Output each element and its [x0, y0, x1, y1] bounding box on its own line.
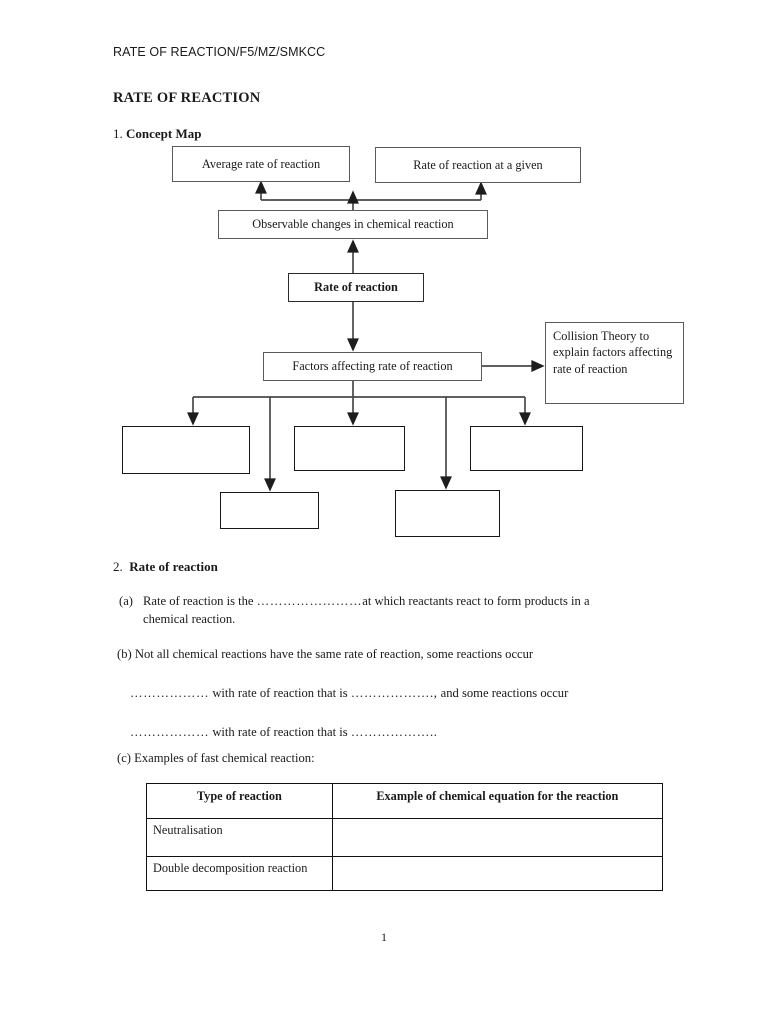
item-a-text-after: at which reactants react to form product…	[362, 594, 590, 608]
section-2-heading: 2. Rate of reaction	[113, 559, 218, 575]
concept-map: Average rate of reaction Rate of reactio…	[122, 146, 684, 537]
item-a-text-before: Rate of reaction is the	[143, 594, 254, 608]
item-a-blank: ……………………	[256, 594, 363, 608]
item-b-blank-2: ……………….,	[350, 685, 438, 700]
table-header-row: Type of reaction Example of chemical equ…	[146, 783, 664, 819]
concept-node-average-rate: Average rate of reaction	[172, 146, 350, 182]
document-header: RATE OF REACTION/F5/MZ/SMKCC	[113, 45, 326, 59]
fast-reaction-table: Type of reaction Example of chemical equ…	[146, 783, 664, 891]
table-cell-equation-double-decomposition[interactable]	[331, 856, 664, 891]
item-b-line-1: (b) Not all chemical reactions have the …	[117, 646, 657, 664]
item-a-paragraph: (a) Rate of reaction is the ……………………at w…	[119, 593, 664, 629]
item-c-text: Examples of fast chemical reaction:	[134, 751, 315, 765]
item-b-paragraph: (b) Not all chemical reactions have the …	[117, 646, 657, 742]
table-cell-type-double-decomposition: Double decomposition reaction	[146, 856, 333, 891]
item-b-line1-text: Not all chemical reactions have the same…	[134, 647, 534, 661]
concept-node-factor-blank-3	[470, 426, 583, 471]
page-title: RATE OF REACTION	[113, 90, 261, 106]
section-1-label: Concept Map	[126, 126, 202, 141]
table-row: Neutralisation	[146, 818, 664, 857]
item-c-marker: (c)	[117, 751, 131, 765]
section-2-label: Rate of reaction	[129, 559, 218, 574]
table-cell-equation-neutralisation[interactable]	[331, 818, 664, 857]
concept-node-instantaneous-rate: Rate of reaction at a given	[375, 147, 581, 183]
item-b-blank-3: ………………	[130, 724, 210, 739]
item-b-line-3: ……………… with rate of reaction that is …………	[117, 724, 657, 742]
item-c-paragraph: (c) Examples of fast chemical reaction:	[117, 750, 657, 768]
page-number: 1	[381, 930, 387, 944]
table-header-example: Example of chemical equation for the rea…	[331, 783, 664, 819]
table-cell-type-neutralisation: Neutralisation	[146, 818, 333, 857]
item-b-line-2: ……………… with rate of reaction that is …………	[117, 685, 657, 703]
concept-node-factors-affecting: Factors affecting rate of reaction	[263, 352, 482, 381]
concept-map-connectors	[187, 180, 545, 492]
item-a-text-line2: chemical reaction.	[143, 611, 236, 626]
section-1-number: 1.	[113, 126, 123, 141]
table-header-type: Type of reaction	[146, 783, 333, 819]
item-a-marker: (a)	[119, 594, 133, 608]
concept-node-factor-blank-1	[122, 426, 250, 474]
section-2-number: 2.	[113, 559, 123, 574]
item-b-line3-mid: with rate of reaction that is	[212, 724, 348, 739]
item-b-marker: (b)	[117, 647, 132, 661]
item-b-blank-4: ………………..	[350, 724, 438, 739]
concept-node-observable-changes: Observable changes in chemical reaction	[218, 210, 488, 239]
concept-node-factor-blank-4	[220, 492, 319, 529]
item-b-line2-end: and some reactions occur	[440, 685, 569, 700]
section-1-heading: 1. Concept Map	[113, 126, 201, 142]
concept-node-collision-theory: Collision Theory to explain factors affe…	[545, 322, 684, 404]
table-row: Double decomposition reaction	[146, 856, 664, 891]
item-b-blank-1: ………………	[130, 685, 210, 700]
concept-node-factor-blank-2	[294, 426, 405, 471]
item-b-line2-mid: with rate of reaction that is	[212, 685, 348, 700]
concept-node-factor-blank-5	[395, 490, 500, 537]
concept-node-rate-of-reaction: Rate of reaction	[288, 273, 424, 302]
